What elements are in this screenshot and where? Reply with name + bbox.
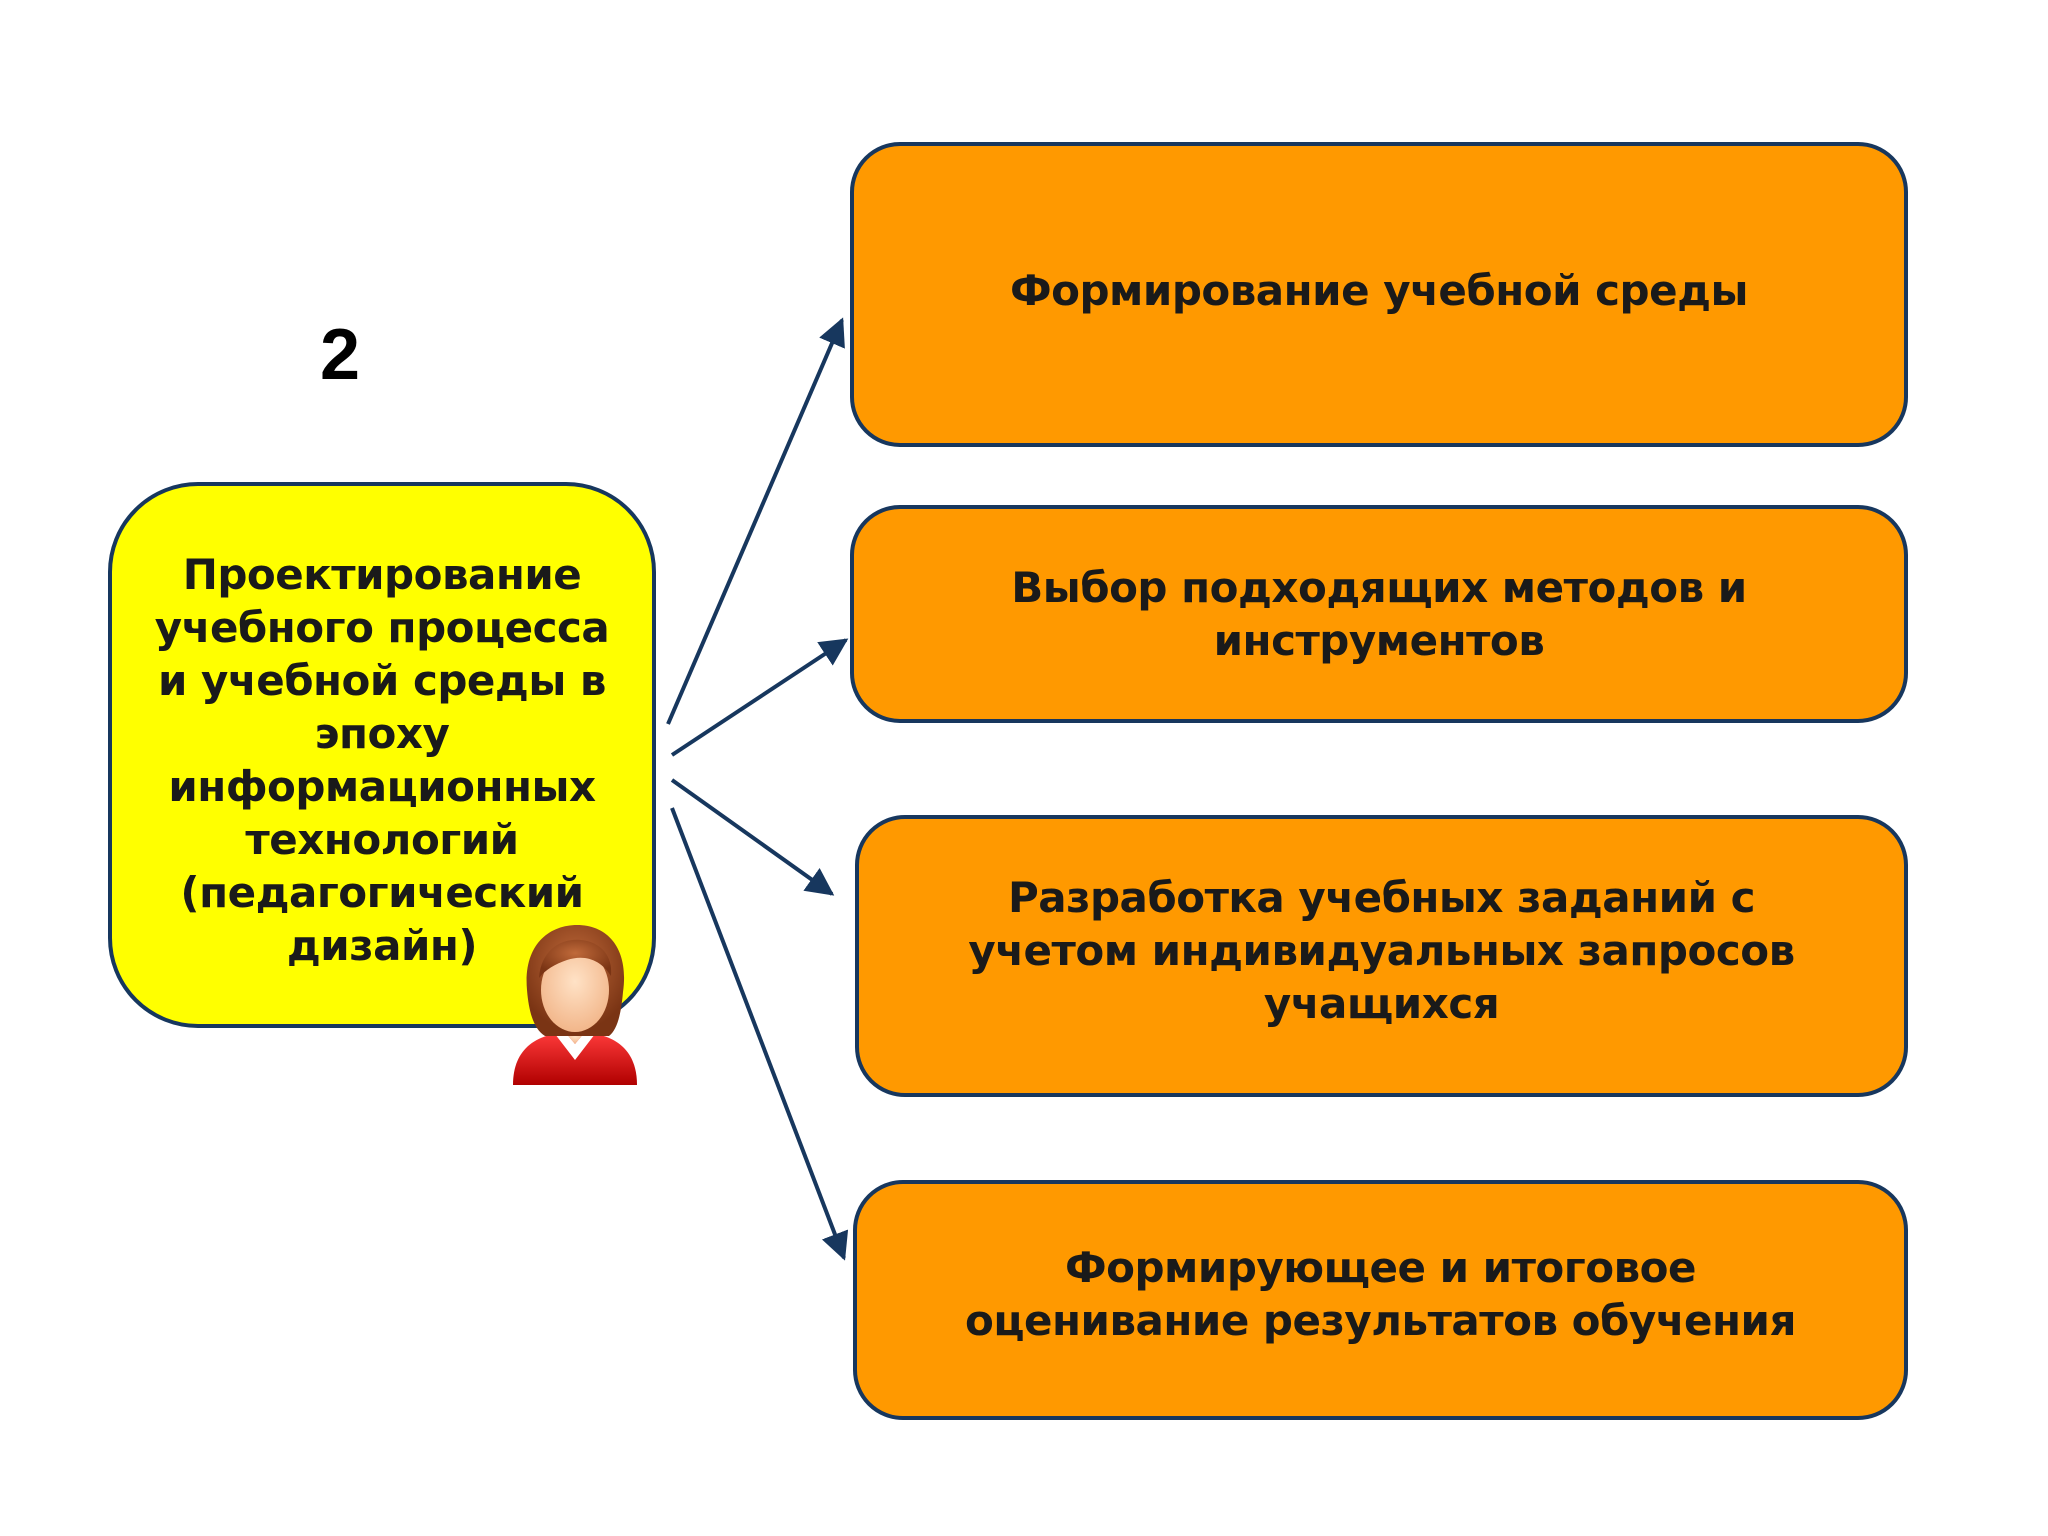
target-label: Формирование учебной среды xyxy=(1009,266,1749,315)
target-box-assessment: Формирующее и итоговое оценивание резуль… xyxy=(853,1180,1908,1420)
source-label: Проектирование учебного процесса и учебн… xyxy=(154,550,610,970)
arrow-to-box-4 xyxy=(670,807,849,1261)
slide-number: 2 xyxy=(319,315,361,395)
female-user-icon xyxy=(513,925,637,1085)
arrow-to-box-2 xyxy=(670,638,849,757)
target-box-learning-environment: Формирование учебной среды xyxy=(850,142,1908,447)
target-label: Выбор подходящих методов и инструментов xyxy=(1011,563,1747,665)
target-label: Формирующее и итоговое оценивание резуль… xyxy=(965,1243,1796,1345)
arrow-to-box-1 xyxy=(666,317,845,725)
target-box-learning-tasks: Разработка учебных заданий с учетом инди… xyxy=(855,815,1908,1097)
target-label: Разработка учебных заданий с учетом инди… xyxy=(968,872,1795,1028)
target-box-methods-and-tools: Выбор подходящих методов и инструментов xyxy=(850,505,1908,723)
arrow-to-box-3 xyxy=(670,778,835,896)
